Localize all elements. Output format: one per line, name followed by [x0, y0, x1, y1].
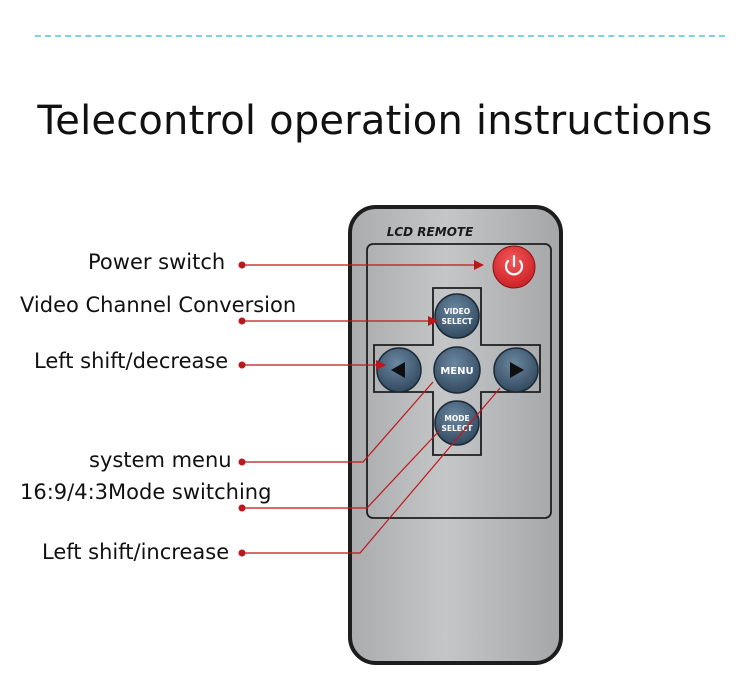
arrowhead-left-decrease: [376, 360, 386, 370]
mode-select-line2: SELECT: [441, 424, 473, 433]
callout-dot-power: [238, 261, 246, 269]
callout-dot-left-increase: [238, 549, 246, 557]
callout-dots: [238, 261, 246, 557]
callout-line-mode: [242, 429, 441, 509]
power-icon: [504, 254, 524, 276]
label-video-channel: Video Channel Conversion: [20, 293, 297, 317]
callout-line-system-menu: [242, 381, 434, 463]
left-button[interactable]: [376, 347, 422, 393]
callout-line-left-increase: [242, 387, 501, 554]
label-left-decrease: Left shift/decrease: [34, 349, 229, 373]
button-panel: [366, 243, 552, 519]
page-title: Telecontrol operation instructions: [37, 98, 713, 144]
remote-brand-text: LCD REMOTE: [387, 225, 474, 239]
callout-dot-mode: [238, 504, 246, 512]
right-arrow-icon: [510, 362, 524, 378]
label-left-increase: Left shift/increase: [42, 540, 230, 564]
left-arrow-icon: [391, 362, 405, 378]
arrowhead-power: [474, 260, 484, 270]
video-select-line2: SELECT: [441, 317, 473, 326]
callout-dot-left-decrease: [238, 361, 246, 369]
callout-dot-video: [238, 317, 246, 325]
callout-dot-system-menu: [238, 458, 246, 466]
video-select-button[interactable]: VIDEO SELECT: [434, 293, 480, 339]
power-button[interactable]: [492, 245, 536, 289]
mode-select-button[interactable]: MODE SELECT: [434, 400, 480, 446]
video-select-line1: VIDEO: [444, 307, 470, 316]
dpad-cross-outline: [373, 287, 541, 456]
callout-arrowheads: [376, 260, 484, 370]
right-button[interactable]: [493, 347, 539, 393]
arrowhead-video: [428, 316, 438, 326]
dashed-divider: [35, 35, 725, 37]
label-system-menu: system menu: [89, 448, 232, 472]
callout-lines: [242, 264, 501, 554]
mode-select-line1: MODE: [444, 414, 469, 423]
menu-button[interactable]: MENU: [433, 346, 481, 394]
label-power-switch: Power switch: [88, 250, 226, 274]
menu-button-label: MENU: [440, 366, 473, 377]
label-mode-switching: 16:9/4:3Mode switching: [20, 480, 272, 504]
